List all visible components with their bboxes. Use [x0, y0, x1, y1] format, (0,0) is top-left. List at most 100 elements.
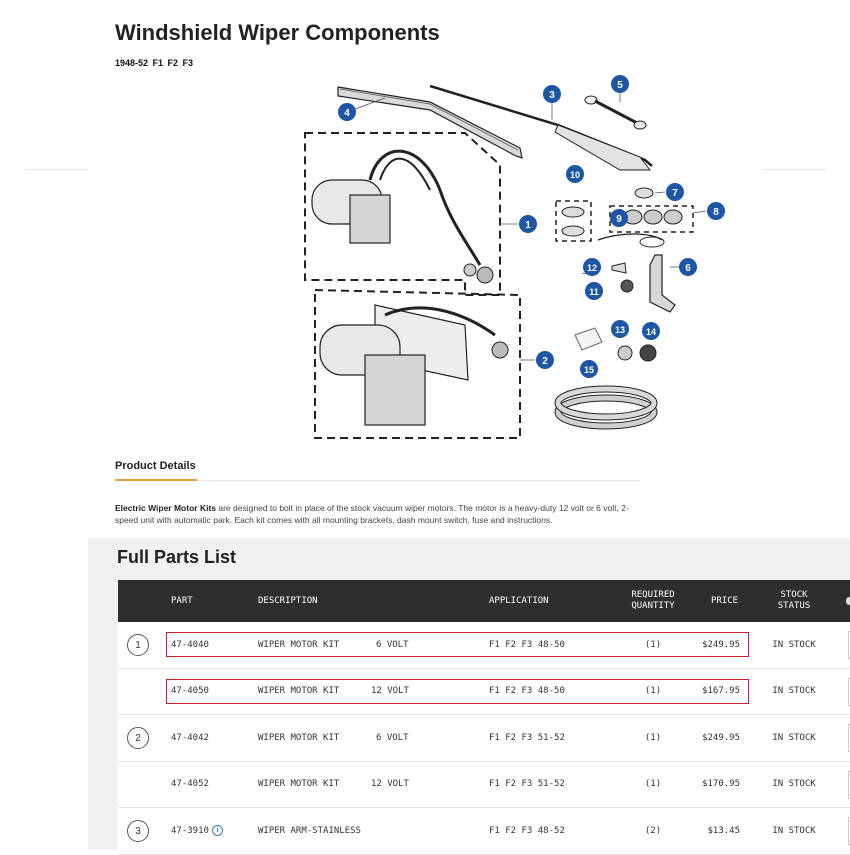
- wiper-motor-12v-illustration: [319, 304, 509, 426]
- table-row[interactable]: 3 47-3910 i WIPER ARM-STAINLESS F1 F2 F3…: [118, 808, 850, 855]
- part-voltage: 6 VOLT: [376, 639, 409, 650]
- part-number[interactable]: 47-4050: [171, 686, 209, 696]
- svg-text:4: 4: [344, 108, 350, 119]
- part-description: WIPER ARM-STAINLESS: [258, 825, 361, 836]
- part-quantity: (2): [644, 825, 662, 836]
- add-to-cart-control[interactable]: [848, 631, 850, 659]
- callout-badge-6: 6: [679, 258, 697, 276]
- svg-text:8: 8: [713, 207, 719, 218]
- part-number[interactable]: 47-4040: [171, 639, 209, 650]
- stock-status: IN STOCK: [772, 639, 816, 650]
- part-number-cell[interactable]: 47-3910 i: [171, 808, 223, 853]
- callout-badge-8: 8: [707, 202, 725, 220]
- callout-badges: 4 3 5 1 2 10 7 8 9 12 6 11 13 14 15: [338, 75, 725, 378]
- washer-illustration: [561, 225, 585, 237]
- callout-badge-13: 13: [611, 320, 629, 338]
- callout-badge-4: 4: [338, 103, 356, 121]
- col-required-quantity-line1: REQUIRED: [631, 590, 675, 600]
- stock-status: IN STOCK: [772, 732, 816, 743]
- svg-text:15: 15: [584, 365, 594, 375]
- svg-text:2: 2: [542, 356, 548, 367]
- row-highlight: [166, 632, 749, 657]
- svg-text:14: 14: [646, 327, 656, 337]
- part-price: $167.95: [702, 686, 740, 696]
- part-description: WIPER MOTOR KIT: [258, 779, 340, 789]
- product-description-lead: Electric Wiper Motor Kits: [115, 503, 216, 513]
- wiper-arm-illustration: [429, 84, 653, 171]
- vacuum-hose-illustration: [554, 385, 658, 430]
- product-details-tab[interactable]: Product Details: [115, 460, 196, 472]
- col-required-quantity-line2: QUANTITY: [631, 601, 675, 611]
- add-to-cart-control[interactable]: [848, 770, 850, 799]
- add-to-cart-control[interactable]: [848, 677, 850, 706]
- info-icon[interactable]: i: [211, 825, 223, 836]
- part-description: WIPER MOTOR KIT: [258, 686, 340, 696]
- part-price: $249.95: [702, 639, 740, 650]
- callout-badge-12: 12: [583, 258, 601, 276]
- table-row[interactable]: 2 47-4042 WIPER MOTOR KIT 6 VOLT F1 F2 F…: [118, 715, 850, 762]
- part-application: F1 F2 F3 48-52: [489, 825, 565, 836]
- part-price: $249.95: [702, 732, 740, 743]
- col-required-quantity: REQUIRED QUANTITY: [618, 580, 688, 622]
- table-row[interactable]: 47-4052 WIPER MOTOR KIT 12 VOLT F1 F2 F3…: [118, 761, 850, 808]
- exploded-parts-diagram: 4 3 5 1 2 10 7 8 9 12 6 11 13 14 15: [304, 75, 725, 439]
- svg-text:13: 13: [615, 325, 625, 335]
- callout-badge-15: 15: [580, 360, 598, 378]
- part-voltage: 12 VOLT: [371, 686, 409, 696]
- svg-text:12: 12: [587, 263, 597, 273]
- row-highlight: [166, 678, 749, 704]
- washer-illustration: [561, 206, 585, 218]
- part-quantity: (1): [644, 779, 662, 789]
- add-to-cart-control[interactable]: [848, 817, 850, 845]
- add-to-cart-control[interactable]: [848, 724, 850, 752]
- link-rod-illustration: [584, 95, 647, 130]
- nut-illustration: [620, 279, 634, 293]
- grommet-illustration: [643, 209, 663, 225]
- gasket-ring-illustration: [639, 236, 665, 248]
- page-title: Windshield Wiper Components: [115, 20, 440, 45]
- grommet-illustration: [663, 209, 683, 225]
- svg-text:5: 5: [617, 80, 623, 91]
- col-stock-status-line1: STOCK: [780, 590, 808, 600]
- kit-1-outline: [304, 132, 501, 296]
- part-application: F1 F2 F3 48-50: [489, 639, 565, 650]
- part-quantity: (1): [644, 732, 662, 743]
- callout-badge-2: 2: [536, 351, 554, 369]
- part-description: WIPER MOTOR KIT: [258, 639, 340, 650]
- divider-left: [25, 169, 88, 170]
- product-description: Electric Wiper Motor Kits are designed t…: [115, 502, 645, 526]
- col-stock-status: STOCK STATUS: [763, 580, 825, 622]
- clip-illustration: [611, 262, 627, 274]
- product-details-tab-indicator: [115, 479, 197, 481]
- connector-illustration: [639, 344, 657, 362]
- divider-right: [762, 169, 825, 170]
- table-row[interactable]: 47-4050 WIPER MOTOR KIT 12 VOLT F1 F2 F3…: [118, 668, 850, 715]
- part-number[interactable]: 47-4042: [171, 732, 209, 743]
- part-number[interactable]: 47-3910: [171, 825, 209, 836]
- parts-list-heading: Full Parts List: [117, 547, 237, 567]
- diagram-ref-badge: 1: [127, 634, 149, 656]
- product-details-divider: [115, 480, 640, 481]
- col-application: APPLICATION: [489, 596, 549, 606]
- svg-text:11: 11: [589, 287, 599, 297]
- part-quantity: (1): [644, 639, 662, 650]
- parts-table: PART DESCRIPTION APPLICATION REQUIRED QU…: [118, 580, 850, 855]
- svg-text:6: 6: [685, 263, 691, 274]
- callout-badge-9: 9: [610, 209, 628, 227]
- svg-text:10: 10: [570, 170, 580, 180]
- part-voltage: 12 VOLT: [371, 779, 409, 789]
- part-number[interactable]: 47-4052: [171, 779, 209, 789]
- part-application: F1 F2 F3 51-52: [489, 779, 565, 789]
- part-application: F1 F2 F3 51-52: [489, 732, 565, 743]
- part-quantity: (1): [644, 686, 662, 696]
- pivot-shaft-illustration: [649, 254, 676, 313]
- stock-status: IN STOCK: [772, 686, 816, 696]
- check-valve-illustration: [574, 327, 603, 351]
- wiper-blade-illustration: [337, 86, 523, 159]
- callout-badge-10: 10: [566, 165, 584, 183]
- diagram-ref-badge: 2: [127, 727, 149, 749]
- product-description-body: are designed to bolt in place of the sto…: [115, 503, 629, 525]
- part-voltage: 6 VOLT: [376, 732, 409, 743]
- table-row[interactable]: 1 47-4040 WIPER MOTOR KIT 6 VOLT F1 F2 F…: [118, 622, 850, 669]
- stock-status: IN STOCK: [772, 825, 816, 836]
